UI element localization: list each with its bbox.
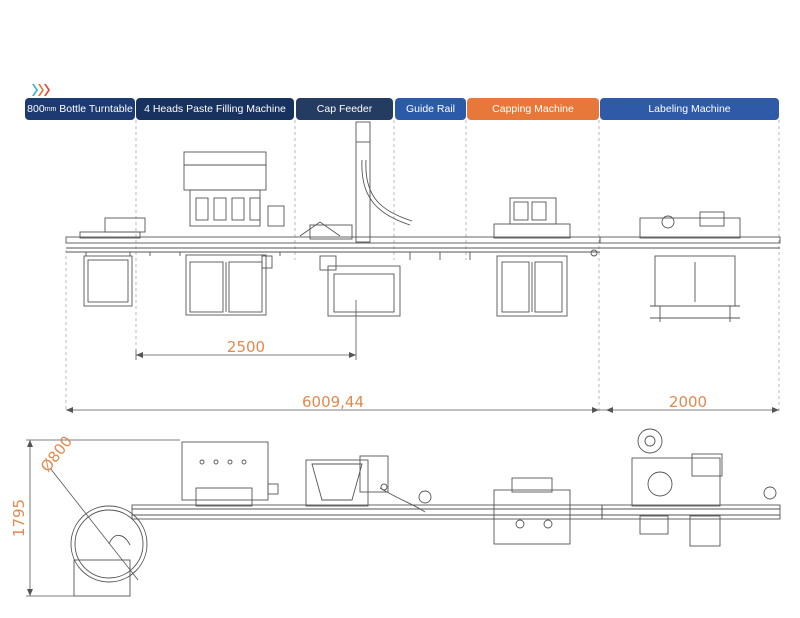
plan-cap-feeder <box>305 455 432 513</box>
plan-capping-machine <box>493 477 571 545</box>
front-turntable <box>79 217 146 307</box>
front-cap-feeder <box>299 121 413 317</box>
plan-turntable <box>70 505 148 597</box>
dimension-layout-width: 1795 <box>10 499 28 537</box>
dimension-lines <box>26 300 779 597</box>
tab-turntable-label: Bottle Turntable <box>56 103 133 115</box>
tab-guide-rail-label: Guide Rail <box>405 103 456 115</box>
tab-cap-feeder[interactable]: Cap Feeder <box>296 98 393 120</box>
front-conveyor <box>65 236 781 253</box>
tab-turntable-size: 800 <box>27 103 45 115</box>
dimension-line-length: 6009,44 <box>302 393 364 411</box>
tab-capping-label: Capping Machine <box>492 103 574 115</box>
tab-labeling-machine[interactable]: Labeling Machine <box>600 98 779 120</box>
tab-cap-feeder-label: Cap Feeder <box>316 103 373 115</box>
front-labeling-machine <box>639 211 741 322</box>
plan-labeling-machine <box>631 428 777 547</box>
tab-guide-rail[interactable]: Guide Rail <box>395 98 466 120</box>
dimension-labeler-length: 2000 <box>669 393 707 411</box>
dimension-labels: 2500 6009,44 2000 Ø800 1795 <box>10 338 707 537</box>
tab-labeling-label: Labeling Machine <box>648 103 731 115</box>
front-capping-machine <box>493 197 571 317</box>
plan-view <box>70 428 781 597</box>
front-elevation <box>65 121 781 322</box>
tab-filling-label: 4 Heads Paste Filling Machine <box>144 103 286 115</box>
tab-paste-filling-machine[interactable]: 4 Heads Paste Filling Machine <box>136 98 294 120</box>
tab-turntable-unit: mm <box>44 105 57 113</box>
conveyor-legs <box>149 249 598 260</box>
dimension-turntable-diameter: Ø800 <box>37 433 76 476</box>
chevron-arrows-icon <box>32 84 50 96</box>
tab-capping-machine[interactable]: Capping Machine <box>467 98 599 120</box>
dimension-filling-length: 2500 <box>227 338 265 356</box>
front-filling-machine <box>183 151 285 316</box>
plan-conveyor <box>131 504 781 520</box>
section-separators <box>65 120 780 412</box>
plan-filling-machine <box>181 441 279 507</box>
